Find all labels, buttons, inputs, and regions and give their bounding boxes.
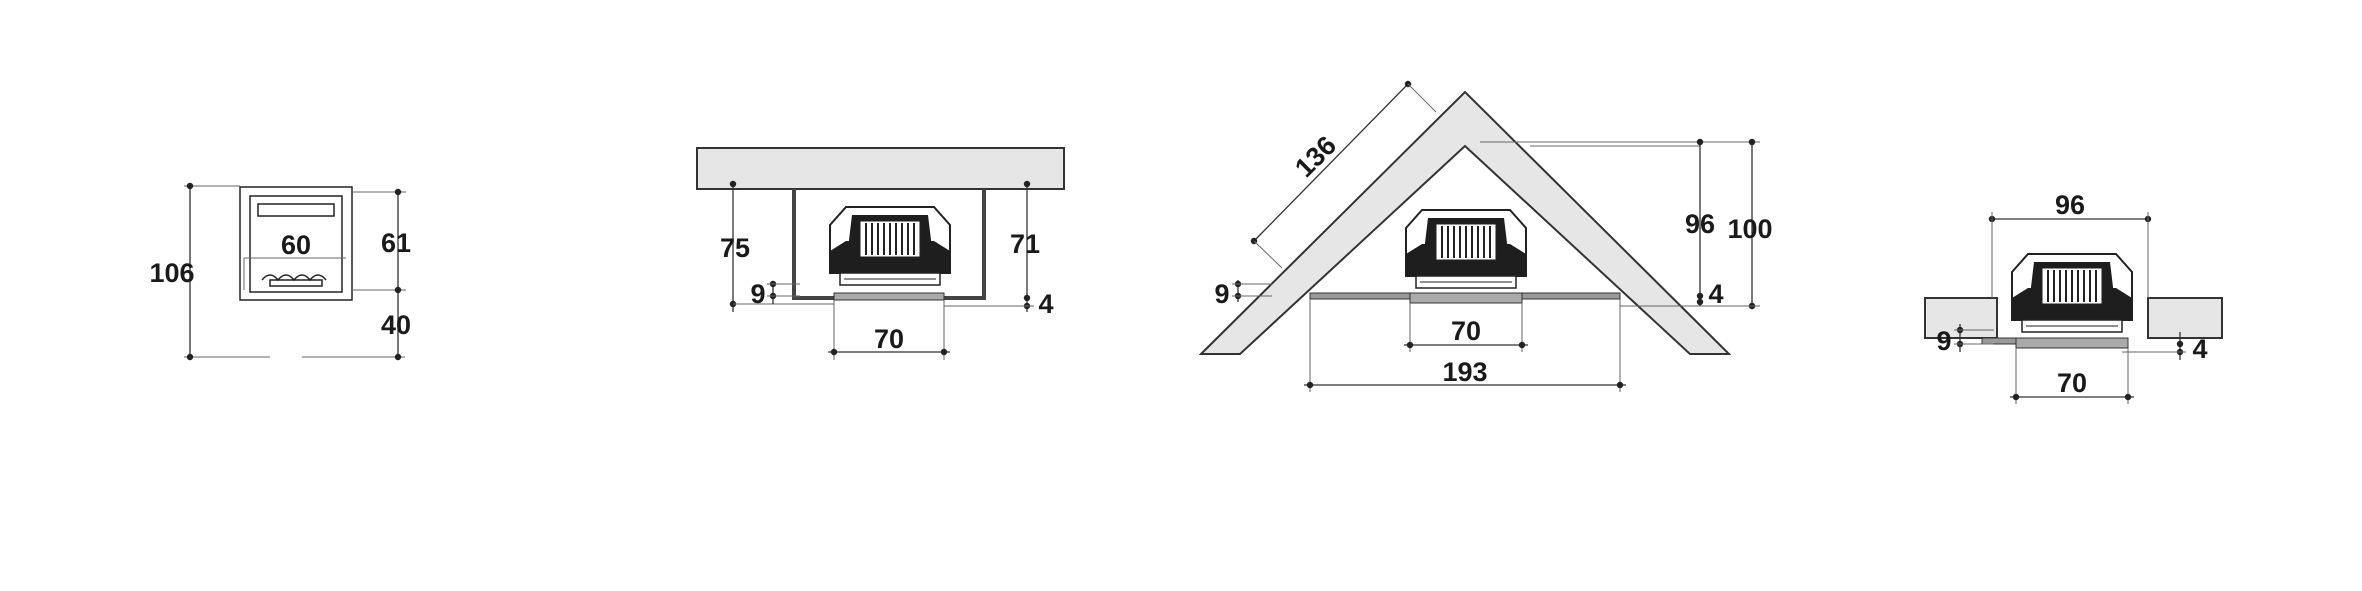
label-opening-width: 96: [2055, 190, 2085, 220]
label-inner-depth: 96: [1685, 209, 1715, 239]
front-view: 106 60 61 40: [149, 182, 411, 361]
fireplace-icon: [2011, 253, 2133, 333]
flush-installation: 96 9 4 70: [1924, 190, 2223, 404]
label-insert-width: 60: [281, 230, 311, 260]
dim-line-diagonal: [1253, 83, 1409, 242]
label-left-depth: 75: [720, 233, 750, 263]
label-offset: 9: [1936, 326, 1951, 356]
label-offset: 9: [1214, 279, 1229, 309]
label-width: 70: [1451, 316, 1481, 346]
label-base-height: 40: [381, 310, 411, 340]
fireplace-icon: [829, 206, 951, 286]
label-trim: 4: [2192, 334, 2207, 364]
corner-walls: [1198, 90, 1732, 355]
label-width: 70: [874, 324, 904, 354]
label-outer-depth: 100: [1727, 214, 1772, 244]
label-offset: 9: [750, 279, 765, 309]
label-span: 193: [1442, 357, 1487, 387]
label-trim: 4: [1708, 279, 1723, 309]
label-right-depth: 71: [1010, 229, 1040, 259]
front-insert: [249, 195, 343, 293]
fireplace-icon: [1405, 209, 1527, 289]
label-diagonal: 136: [1289, 130, 1342, 183]
wall-installation: 75 71 4 9 70: [696, 147, 1065, 360]
front-grate: [269, 279, 323, 287]
corner-installation: 136 96 100 4 9 70 193: [1198, 80, 1773, 392]
label-width: 70: [2057, 368, 2087, 398]
right-wall-block: [2147, 297, 2223, 339]
label-trim: 4: [1038, 289, 1053, 319]
front-frame: [239, 186, 353, 301]
wall-block: [696, 147, 1065, 190]
label-total-height: 106: [149, 258, 194, 288]
label-insert-height: 61: [381, 228, 411, 258]
